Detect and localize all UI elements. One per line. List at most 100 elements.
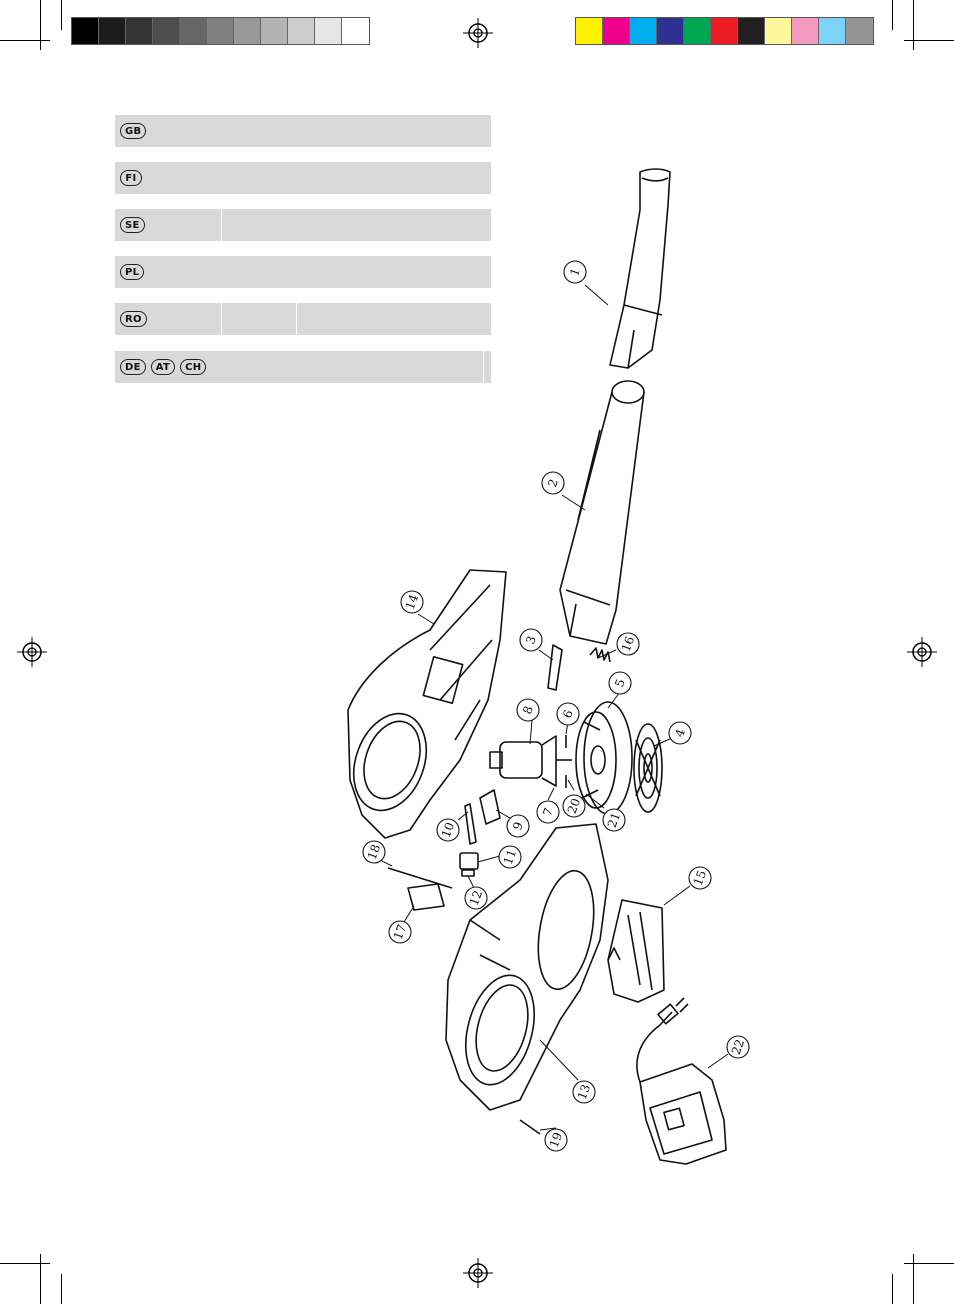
part-callout-label: 6 (560, 708, 576, 720)
part-callout-13: 13 (572, 1080, 596, 1104)
blower-tube-part (559, 380, 645, 645)
grayscale-color-bar (71, 17, 370, 45)
part-callout-label: 12 (467, 888, 485, 907)
color-swatch (207, 18, 234, 44)
color-swatch (603, 18, 630, 44)
part-callout-1: 1 (563, 260, 587, 284)
part-callout-18: 18 (362, 840, 386, 864)
part-callout-7: 7 (536, 800, 560, 824)
color-swatch (684, 18, 711, 44)
part-callout-label: 13 (575, 1082, 593, 1101)
part-callout-label: 7 (540, 806, 556, 818)
contact-plate-part (479, 789, 501, 825)
segment-divider (221, 209, 222, 241)
part-callout-label: 5 (612, 677, 628, 689)
switch-part (459, 852, 479, 877)
part-callout-label: 18 (365, 842, 383, 861)
color-swatch (288, 18, 315, 44)
part-callout-2: 2 (541, 471, 565, 495)
part-callout-label: 3 (523, 634, 539, 646)
part-callout-label: 2 (545, 477, 561, 489)
part-callout-21: 21 (602, 808, 626, 832)
switch-lever-part (547, 644, 563, 691)
language-badge: AT (150, 359, 176, 375)
color-swatch (765, 18, 792, 44)
spring-part (589, 647, 611, 663)
part-callout-5: 5 (608, 671, 632, 695)
part-callout-12: 12 (464, 886, 488, 910)
language-bar-se[interactable]: SE (115, 209, 491, 241)
language-badge: RO (120, 311, 147, 327)
language-badge: GB (120, 123, 147, 139)
language-badge: SE (120, 217, 145, 233)
color-swatch (792, 18, 819, 44)
fan-impeller-part (575, 701, 633, 815)
language-badge: CH (180, 359, 207, 375)
part-callout-label: 14 (403, 592, 422, 611)
part-callout-label: 1 (567, 266, 583, 278)
part-callout-16: 16 (616, 632, 640, 656)
color-swatch (819, 18, 846, 44)
part-callout-label: 20 (565, 796, 583, 815)
color-swatch (711, 18, 738, 44)
part-callout-label: 21 (605, 810, 623, 829)
part-callout-17: 17 (388, 920, 412, 944)
segment-divider (483, 351, 484, 383)
color-swatch (153, 18, 180, 44)
part-callout-11: 11 (498, 845, 522, 869)
color-swatch (261, 18, 288, 44)
housing-right-part (445, 823, 609, 1111)
registration-mark-icon (907, 637, 937, 667)
language-bar-fi[interactable]: FI (115, 162, 491, 194)
color-swatch (72, 18, 99, 44)
part-callout-6: 6 (556, 702, 580, 726)
language-bar-ro[interactable]: RO (115, 303, 491, 335)
registration-mark-icon (463, 1258, 493, 1288)
color-swatch (738, 18, 765, 44)
color-swatch (630, 18, 657, 44)
part-callout-8: 8 (516, 698, 540, 722)
housing-left-part (347, 569, 507, 839)
lock-button-part (407, 883, 445, 911)
trigger-link-part (464, 803, 477, 845)
part-callout-label: 9 (510, 820, 526, 832)
part-callout-label: 16 (619, 634, 637, 653)
language-badge: PL (120, 264, 145, 280)
color-swatch (657, 18, 684, 44)
part-callout-4: 4 (668, 721, 692, 745)
hanger-part (519, 1119, 541, 1135)
color-swatch (234, 18, 261, 44)
language-badge: FI (120, 170, 142, 186)
segment-divider (221, 303, 222, 335)
part-callout-20: 20 (562, 794, 586, 818)
color-swatch (126, 18, 153, 44)
color-swatch (576, 18, 603, 44)
part-callout-label: 8 (520, 704, 536, 716)
nozzle-tip-part (609, 168, 671, 369)
color-swatch (342, 18, 369, 44)
color-swatch (846, 18, 873, 44)
process-color-bar (575, 17, 874, 45)
registration-mark-icon (17, 637, 47, 667)
color-swatch (99, 18, 126, 44)
registration-mark-icon (463, 18, 493, 48)
charger-part (636, 997, 727, 1165)
part-callout-15: 15 (688, 866, 712, 890)
motor-part (489, 735, 572, 787)
part-callout-label: 11 (501, 847, 519, 866)
part-callout-9: 9 (506, 814, 530, 838)
intake-grille-part (633, 723, 663, 813)
part-callout-3: 3 (519, 628, 543, 652)
language-bar-de-at-ch[interactable]: DE AT CH (115, 351, 491, 383)
part-callout-label: 10 (439, 820, 457, 839)
color-swatch (180, 18, 207, 44)
language-bar-gb[interactable]: GB (115, 115, 491, 147)
color-swatch (315, 18, 342, 44)
language-badge: DE (120, 359, 146, 375)
leader-lines (379, 284, 729, 1131)
part-callout-label: 17 (391, 922, 409, 941)
language-bar-pl[interactable]: PL (115, 256, 491, 288)
part-callout-19: 19 (544, 1128, 568, 1152)
